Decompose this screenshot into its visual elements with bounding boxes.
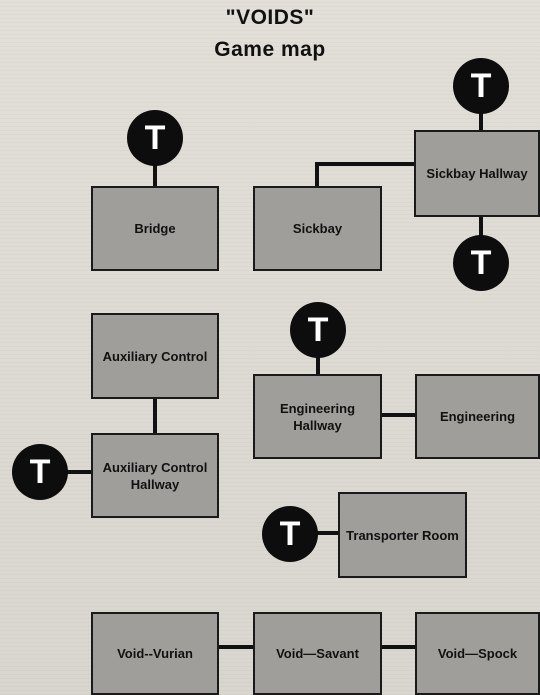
room-sickbay: Sickbay	[253, 186, 382, 271]
connector-aux-hallway-marker	[66, 470, 92, 474]
transporter-marker-sickbay-hallway-top: T	[453, 58, 509, 114]
connector-transporter-marker	[314, 531, 340, 535]
map-subtitle: Game map	[214, 38, 326, 61]
connector-sickbay-to-hallway	[315, 162, 319, 188]
marker-label: T	[470, 67, 492, 105]
connector-sickbay-hallway-top-marker	[479, 110, 483, 132]
room-auxiliary-control-hallway: Auxiliary Control Hallway	[91, 433, 219, 518]
marker-label: T	[470, 244, 492, 282]
room-void-spock: Void—Spock	[415, 612, 540, 695]
marker-label: T	[29, 453, 51, 491]
connector-sickbay-to-hallway-h	[315, 162, 416, 166]
marker-label: T	[279, 515, 301, 553]
room-engineering: Engineering	[415, 374, 540, 459]
connector-savant-to-spock	[380, 645, 417, 649]
room-transporter-room: Transporter Room	[338, 492, 467, 578]
room-bridge: Bridge	[91, 186, 219, 271]
room-engineering-hallway: Engineering Hallway	[253, 374, 382, 459]
connector-sickbay-hallway-bottom-marker	[479, 215, 483, 239]
transporter-marker-aux-hallway: T	[12, 444, 68, 500]
connector-aux-control-to-hallway	[153, 397, 157, 435]
connector-engineering-hallway-to-engineering	[380, 413, 417, 417]
marker-label: T	[307, 311, 329, 349]
room-sickbay-hallway: Sickbay Hallway	[414, 130, 540, 217]
transporter-marker-bridge: T	[127, 110, 183, 166]
connector-vurian-to-savant	[218, 645, 255, 649]
room-void-vurian: Void--Vurian	[91, 612, 219, 695]
room-void-savant: Void—Savant	[253, 612, 382, 695]
transporter-marker-transporter-room: T	[262, 506, 318, 562]
map-title: "VOIDS"	[225, 6, 315, 29]
marker-label: T	[144, 119, 166, 157]
transporter-marker-sickbay-hallway-bottom: T	[453, 235, 509, 291]
connector-bridge-marker	[153, 160, 157, 188]
room-auxiliary-control: Auxiliary Control	[91, 313, 219, 399]
connector-engineering-hallway-marker	[316, 355, 320, 377]
transporter-marker-engineering-hallway: T	[290, 302, 346, 358]
